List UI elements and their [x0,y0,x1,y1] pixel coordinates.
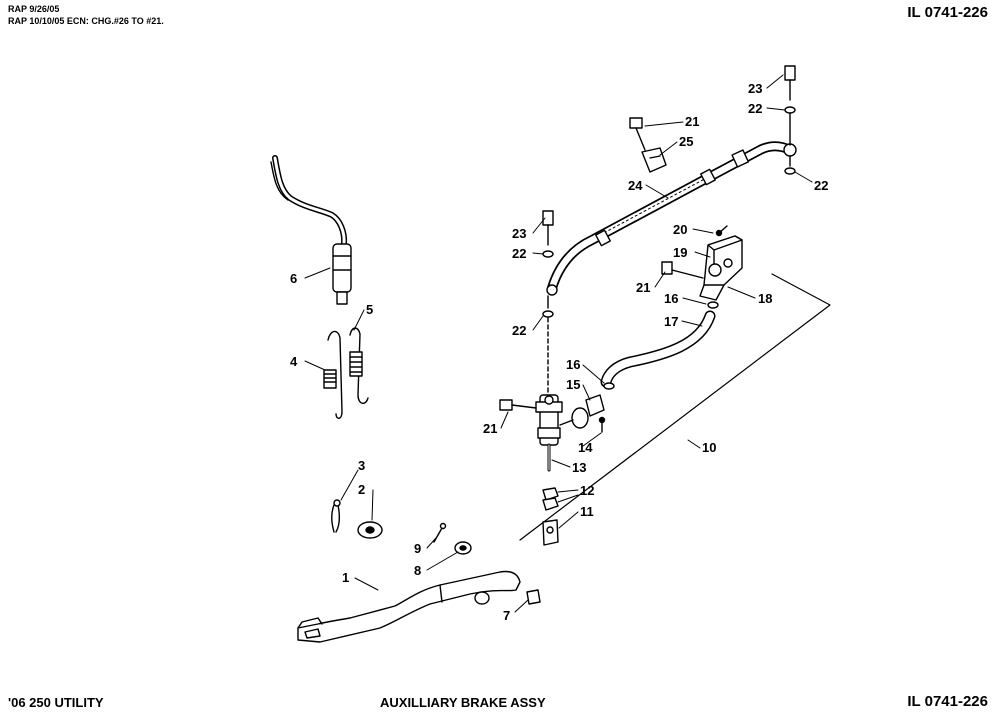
brake-switch-part [270,155,352,305]
callout-c1: 1 [342,570,349,585]
callout-c15: 15 [566,377,580,392]
washer-part-2 [357,521,383,539]
callout-c20: 20 [673,222,687,237]
assembly-bracket-outline [519,273,831,541]
spring-part-5 [349,327,369,404]
callout-c13: 13 [572,460,586,475]
callout-c21a: 21 [685,114,699,129]
pedal-stop-part-7 [526,589,541,605]
master-cylinder-part [535,394,563,472]
callout-c21b: 21 [636,280,650,295]
pin-part-9 [433,522,447,543]
callout-c11: 11 [580,504,594,519]
revision-note-2: RAP 10/10/05 ECN: CHG.#26 TO #21. [8,16,164,26]
washer-part-8 [454,541,472,555]
callout-c4: 4 [290,354,298,369]
reservoir-part [699,225,743,301]
clevis-part [542,519,559,546]
callout-c2: 2 [358,482,365,497]
clamp-bolt [629,117,646,151]
brake-pedal-part [297,570,521,643]
callout-c14: 14 [578,440,593,455]
callout-c22c: 22 [512,246,526,261]
hose-clamp-small-2 [603,382,615,390]
callout-c22b: 22 [814,178,828,193]
callout-c9: 9 [414,541,421,556]
assembly-title: AUXILLIARY BRAKE ASSY [380,695,546,710]
reservoir-bolt [661,261,704,279]
mount-bolt [499,399,537,411]
jam-nut-part [542,487,559,511]
callout-c18: 18 [758,291,772,306]
callout-c8: 8 [414,563,421,578]
banjo-bolt-top-right [784,65,796,175]
model-name: '06 250 UTILITY [8,695,104,710]
callout-c17: 17 [664,314,678,329]
leader-lines [304,74,813,613]
revision-note-1: RAP 9/26/05 [8,4,60,14]
callout-c6: 6 [290,271,297,286]
banjo-bolt-left [542,210,554,393]
callout-c22d: 22 [512,323,526,338]
callout-c16b: 16 [566,357,580,372]
hose-clamp-part [641,147,667,173]
spring-part-4 [323,330,343,419]
callout-c7: 7 [503,608,510,623]
elbow-fitting-part [559,394,605,429]
callout-c22a: 22 [748,101,762,116]
screw-part-14 [598,416,606,433]
hose-clamp-small-1 [707,301,719,309]
callout-c24: 24 [628,178,643,193]
drawing-id-top: IL 0741-226 [907,4,988,21]
callout-c5: 5 [366,302,373,317]
callout-c23b: 23 [512,226,526,241]
reservoir-hose-part [600,310,716,388]
callout-c10: 10 [702,440,716,455]
callout-c19: 19 [673,245,687,260]
callout-c25: 25 [679,134,693,149]
callout-c12: 12 [580,483,594,498]
callout-c16a: 16 [664,291,678,306]
drawing-id-bottom: IL 0741-226 [907,693,988,710]
callout-c23a: 23 [748,81,762,96]
callout-c3: 3 [358,458,365,473]
cotter-pin-part [331,499,341,533]
callout-c21c: 21 [483,421,497,436]
